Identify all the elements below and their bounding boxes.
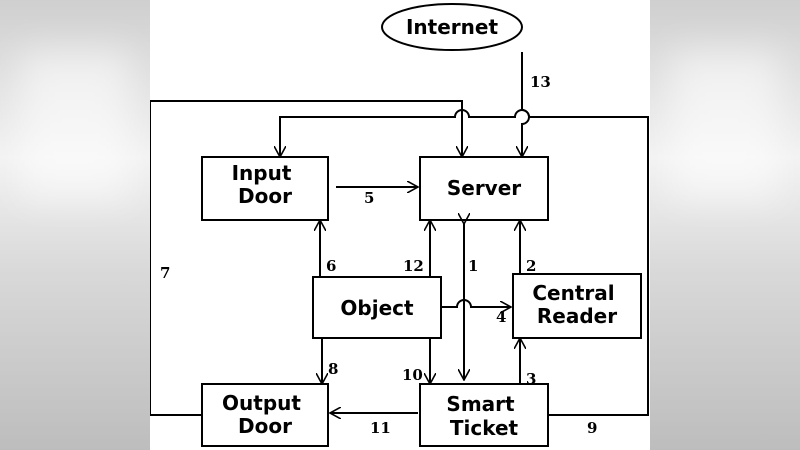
node-internet-label: Internet	[406, 15, 498, 39]
node-central-reader-label-line2: Reader	[537, 304, 617, 328]
edge-5-label: 5	[364, 189, 374, 207]
node-input-door-label: Input Door	[232, 161, 299, 208]
node-central-reader-label: Central Reader	[532, 281, 621, 328]
edge-10-label: 10	[402, 366, 423, 384]
edge-8-label: 8	[328, 360, 338, 378]
edge-11-label: 11	[370, 419, 391, 437]
node-output-door-label-line2: Door	[238, 414, 292, 438]
node-smart-ticket-label-line2: Ticket	[450, 416, 519, 440]
edge-7-label: 7	[160, 264, 170, 282]
node-object-label: Object	[340, 296, 414, 320]
node-central-reader: Central Reader	[512, 273, 642, 339]
edge-4	[441, 299, 511, 307]
node-smart-ticket-label-line1: Smart	[446, 392, 515, 416]
node-output-door: Output Door	[201, 383, 329, 447]
node-server-label: Server	[447, 176, 521, 200]
node-internet: Internet	[381, 3, 523, 51]
node-input-door-label-line1: Input	[232, 161, 292, 185]
node-output-door-label-line1: Output	[222, 391, 301, 415]
edge-6-label: 6	[326, 257, 336, 275]
node-input-door: Input Door	[201, 156, 329, 221]
edge-13-label: 13	[530, 73, 551, 91]
node-input-door-label-line2: Door	[238, 184, 292, 208]
node-smart-ticket: Smart Ticket	[419, 383, 549, 447]
node-object: Object	[312, 276, 442, 339]
node-smart-ticket-label: Smart Ticket	[446, 392, 521, 440]
right-blurred-margin	[650, 0, 800, 450]
edge-7	[150, 100, 462, 416]
diagram-canvas: Internet Input Door Server Object	[150, 0, 650, 450]
edge-1-label: 1	[468, 257, 478, 275]
flow-diagram: Internet Input Door Server Object	[150, 3, 649, 447]
edge-4-label: 4	[496, 308, 506, 326]
edge-3-label: 3	[526, 370, 536, 388]
node-output-door-label: Output Door	[222, 391, 308, 438]
edge-12-label: 12	[403, 257, 424, 275]
edge-13	[522, 52, 530, 157]
edge-9	[280, 109, 649, 416]
left-blurred-margin	[0, 0, 150, 450]
node-central-reader-label-line1: Central	[532, 281, 614, 305]
edge-9-label: 9	[587, 419, 597, 437]
node-server: Server	[419, 156, 549, 221]
edge-2-label: 2	[526, 257, 536, 275]
